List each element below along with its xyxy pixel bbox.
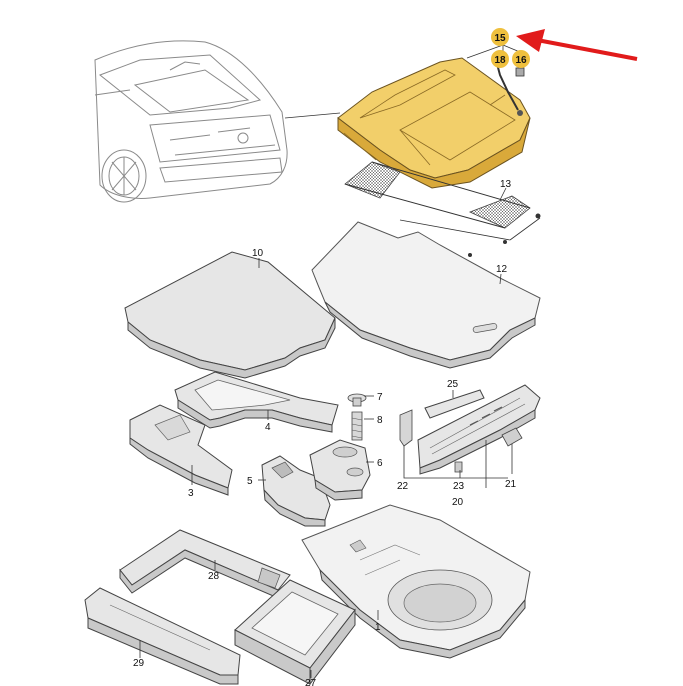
foam-insert-right bbox=[309, 439, 371, 501]
badge-15-circle bbox=[491, 28, 509, 46]
storage-frame bbox=[119, 529, 291, 599]
callout-7: 7 bbox=[377, 392, 383, 403]
badge-18-circle bbox=[491, 50, 509, 68]
badge-15: 15 bbox=[494, 33, 506, 44]
badge-18: 18 bbox=[494, 55, 506, 66]
luggage-net bbox=[344, 161, 541, 257]
callout-5: 5 bbox=[247, 476, 253, 487]
badge-16: 16 bbox=[515, 55, 527, 66]
callout-23: 23 bbox=[453, 481, 465, 492]
callout-badges: 15 18 16 bbox=[491, 28, 530, 68]
leader-lines bbox=[139, 44, 521, 678]
callout-29: 29 bbox=[133, 658, 145, 669]
floor-covering bbox=[124, 251, 336, 379]
boot-floor-pan bbox=[301, 504, 531, 659]
callout-20: 20 bbox=[452, 497, 464, 508]
callout-12: 12 bbox=[496, 264, 508, 275]
loading-sill-trim bbox=[399, 384, 541, 479]
bolt-and-washer bbox=[347, 393, 367, 441]
luggage-compartment-mat bbox=[311, 221, 541, 369]
callout-4: 4 bbox=[265, 422, 271, 433]
callout-8: 8 bbox=[377, 415, 383, 426]
red-pointer-arrow bbox=[516, 29, 638, 61]
storage-box bbox=[234, 579, 356, 686]
callout-27: 27 bbox=[305, 678, 317, 686]
callout-6: 6 bbox=[377, 458, 383, 469]
callout-22: 22 bbox=[397, 481, 409, 492]
callout-10: 10 bbox=[252, 248, 264, 259]
callout-13: 13 bbox=[500, 179, 512, 190]
tool-tray-insert bbox=[261, 455, 331, 527]
callout-numbers: 13 10 12 25 7 8 4 6 5 3 22 23 21 20 28 1… bbox=[133, 179, 517, 686]
callout-1: 1 bbox=[375, 622, 381, 633]
car-outline-illustration bbox=[94, 40, 341, 203]
badge-16-circle bbox=[512, 50, 530, 68]
floor-frame-insert bbox=[174, 371, 339, 433]
callout-25: 25 bbox=[447, 379, 459, 390]
callout-3: 3 bbox=[188, 488, 194, 499]
foam-insert-left bbox=[129, 404, 233, 496]
long-storage-tray bbox=[84, 587, 241, 685]
parcel-shelf-highlighted bbox=[337, 57, 531, 189]
callout-28: 28 bbox=[208, 571, 220, 582]
callout-21: 21 bbox=[505, 479, 517, 490]
